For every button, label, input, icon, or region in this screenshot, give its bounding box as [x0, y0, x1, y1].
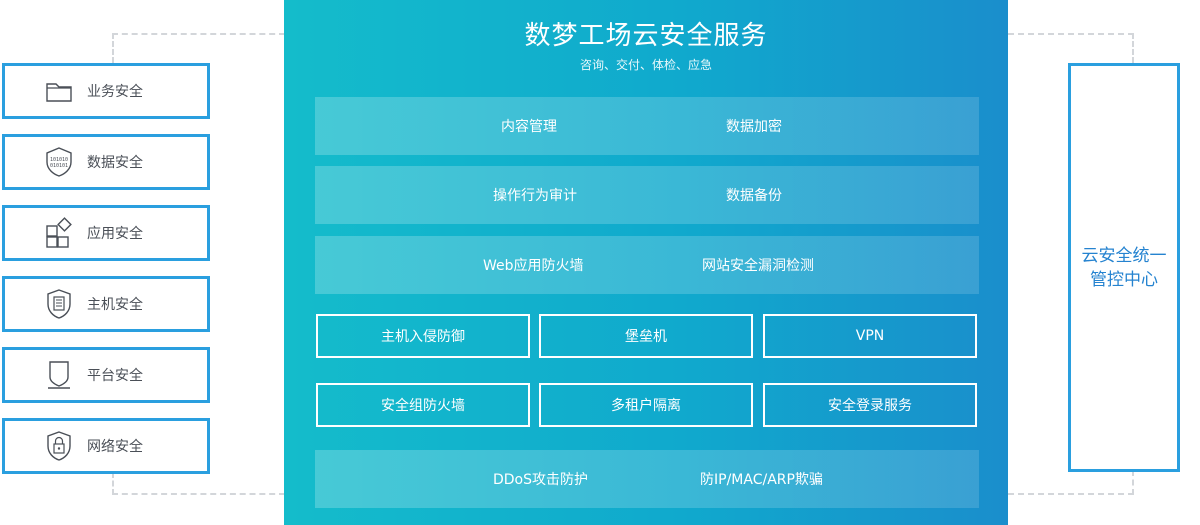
left-item-host-security: 主机安全 — [2, 276, 210, 332]
left-item-network-security: 网络安全 — [2, 418, 210, 474]
app-blocks-icon — [43, 216, 75, 250]
band-content-encryption: 内容管理 数据加密 — [315, 97, 979, 155]
lock-shield-icon — [43, 429, 75, 463]
band-ddos-spoofing: DDoS攻击防护 防IP/MAC/ARP欺骗 — [315, 450, 979, 508]
left-item-platform-security: 平台安全 — [2, 347, 210, 403]
left-item-label: 网络安全 — [87, 439, 143, 455]
connector-top-right — [1008, 33, 1134, 63]
server-shield-icon — [43, 287, 75, 321]
box-host-intrusion-prevention: 主机入侵防御 — [316, 314, 530, 358]
connector-bottom-left — [112, 472, 285, 495]
left-item-label: 业务安全 — [87, 84, 143, 100]
left-item-label: 平台安全 — [87, 368, 143, 384]
svg-text:101010: 101010 — [50, 157, 68, 163]
band-right-label: 数据加密 — [726, 119, 782, 135]
main-service-panel: 数梦工场云安全服务 咨询、交付、体检、应急 内容管理 数据加密 操作行为审计 数… — [284, 0, 1008, 525]
box-vpn: VPN — [763, 314, 977, 358]
left-item-business-security: 业务安全 — [2, 63, 210, 119]
connector-top-left — [112, 33, 285, 63]
left-item-label: 数据安全 — [87, 155, 143, 171]
box-security-group-firewall: 安全组防火墙 — [316, 383, 530, 427]
left-item-app-security: 应用安全 — [2, 205, 210, 261]
main-subtitle: 咨询、交付、体检、应急 — [579, 58, 712, 72]
monitor-shield-icon — [43, 358, 75, 392]
band-right-label: 网站安全漏洞检测 — [702, 258, 814, 274]
left-item-label: 应用安全 — [87, 226, 143, 242]
band-right-label: 防IP/MAC/ARP欺骗 — [700, 472, 823, 488]
box-bastion-host: 堡垒机 — [539, 314, 753, 358]
folder-icon — [43, 74, 75, 108]
left-item-label: 主机安全 — [87, 297, 143, 313]
box-multi-tenant-isolation: 多租户隔离 — [539, 383, 753, 427]
right-panel-label: 云安全统一管控中心 — [1081, 245, 1167, 290]
box-secure-login-service: 安全登录服务 — [763, 383, 977, 427]
main-title: 数梦工场云安全服务 — [524, 21, 768, 51]
band-left-label: Web应用防火墙 — [483, 258, 584, 274]
band-left-label: 操作行为审计 — [493, 188, 577, 204]
svg-text:010101: 010101 — [50, 163, 68, 169]
band-right-label: 数据备份 — [726, 188, 782, 204]
connector-bottom-right — [1008, 470, 1134, 495]
right-unified-control-center: 云安全统一管控中心 — [1068, 63, 1180, 472]
band-left-label: DDoS攻击防护 — [493, 472, 589, 488]
band-left-label: 内容管理 — [501, 119, 557, 135]
band-waf-scan: Web应用防火墙 网站安全漏洞检测 — [315, 236, 979, 294]
band-audit-backup: 操作行为审计 数据备份 — [315, 166, 979, 224]
